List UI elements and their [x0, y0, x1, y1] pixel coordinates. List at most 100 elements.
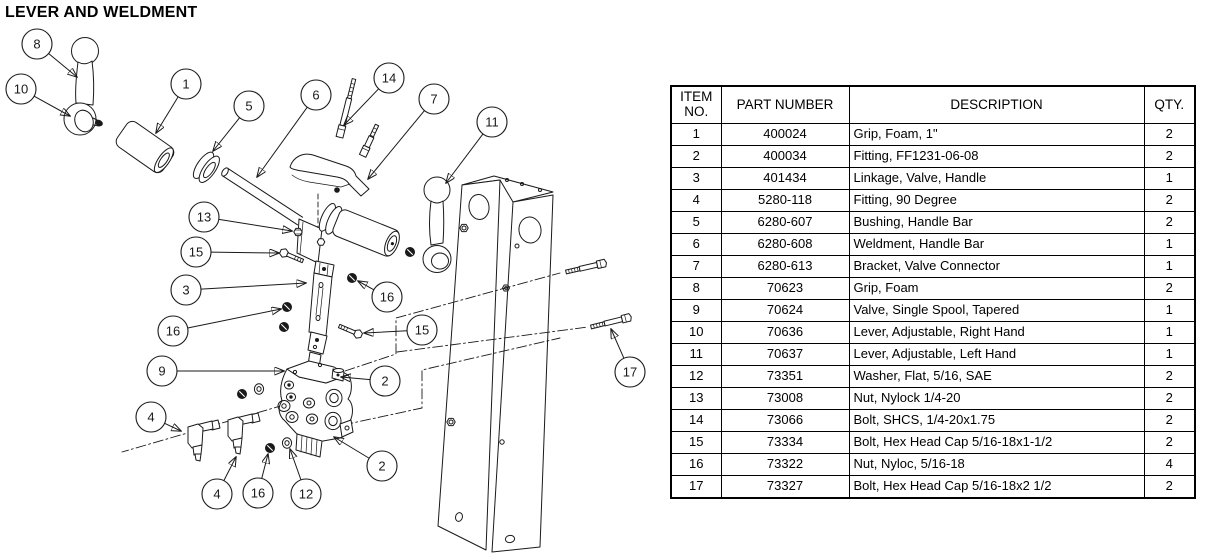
- callout-balloon-4: 4: [135, 401, 181, 433]
- balloon-label: 6: [312, 88, 319, 103]
- elbow-fitting-1: [187, 419, 221, 462]
- leader-line: [257, 106, 308, 177]
- leader-line: [223, 457, 236, 482]
- leader-line: [358, 281, 375, 291]
- cell-item: 15: [670, 431, 722, 454]
- cell-item: 5: [670, 211, 722, 234]
- balloon-label: 15: [189, 245, 203, 260]
- cell-item: 8: [670, 277, 722, 300]
- leader-line: [48, 53, 77, 77]
- bushing-handle-bar: [192, 151, 220, 183]
- leader-line: [261, 454, 268, 479]
- balloon-label: 4: [213, 487, 220, 502]
- callout-balloon-2: 2: [341, 365, 401, 397]
- callout-balloon-2: 2: [334, 437, 398, 482]
- cell-part: 6280-613: [720, 255, 850, 278]
- balloon-label: 9: [158, 364, 165, 379]
- cell-qty: 2: [1143, 365, 1196, 388]
- valve-single-spool: [277, 351, 354, 458]
- cell-desc: Fitting, FF1231-06-08: [848, 145, 1145, 168]
- cell-desc: Lever, Adjustable, Left Hand: [848, 343, 1145, 366]
- cell-part: 73334: [720, 431, 850, 454]
- balloon-label: 15: [415, 323, 429, 338]
- leader-line: [200, 283, 306, 290]
- callout-balloon-10: 10: [5, 73, 70, 116]
- callout-balloon-8: 8: [21, 28, 77, 77]
- fitting-2-bottom: [295, 433, 323, 458]
- cell-item: 10: [670, 321, 722, 344]
- nut-nyloc-16-left: [236, 388, 248, 400]
- bolt-hex-17-lower: [589, 312, 633, 332]
- bolt-shcs-lower: [358, 123, 380, 158]
- balloon-label: 2: [381, 374, 388, 389]
- cell-part: 73351: [720, 365, 850, 388]
- cell-desc: Nut, Nyloc, 5/16-18: [848, 453, 1145, 476]
- callout-balloon-6: 6: [257, 79, 332, 177]
- cell-part: 400034: [720, 145, 850, 168]
- callout-balloon-15: 15: [180, 236, 279, 268]
- cell-qty: 2: [1143, 145, 1196, 168]
- table-header-row: ITEM NO. PART NUMBER DESCRIPTION QTY.: [670, 85, 1196, 124]
- cell-item: 13: [670, 387, 722, 410]
- nut-nyloc-16-link: [278, 321, 290, 333]
- cell-qty: 2: [1143, 211, 1196, 234]
- leader-line: [364, 331, 408, 333]
- cell-desc: Bolt, Hex Head Cap 5/16-18x1-1/2: [848, 431, 1145, 454]
- callout-balloon-5: 5: [213, 90, 265, 151]
- leader-line: [446, 133, 484, 183]
- balloon-label: 11: [485, 115, 499, 130]
- lever-adjustable-right-hand: [63, 37, 103, 136]
- cell-qty: 2: [1143, 409, 1196, 432]
- weldment-plate: [437, 175, 554, 553]
- cell-desc: Fitting, 90 Degree: [848, 189, 1145, 212]
- cell-qty: 1: [1143, 167, 1196, 190]
- callout-balloon-3: 3: [170, 274, 306, 306]
- cell-item: 16: [670, 453, 722, 476]
- cell-item: 6: [670, 233, 722, 256]
- callout-balloon-13: 13: [188, 201, 292, 232]
- cell-part: 6280-607: [720, 211, 850, 234]
- leader-line: [210, 252, 279, 253]
- balloon-label: 17: [623, 365, 637, 380]
- balloon-label: 16: [166, 324, 180, 339]
- cell-part: 400024: [720, 123, 850, 146]
- leader-line: [341, 377, 371, 380]
- callout-balloon-9: 9: [146, 355, 284, 387]
- cell-qty: 2: [1143, 431, 1196, 454]
- cell-desc: Bushing, Handle Bar: [848, 211, 1145, 234]
- handle-bar-weldment: [221, 167, 400, 264]
- cell-item: 17: [670, 475, 722, 499]
- leader-line: [33, 95, 70, 116]
- cell-qty: 2: [1143, 123, 1196, 146]
- nut-nyloc-16-upper: [346, 272, 358, 284]
- cell-part: 73322: [720, 453, 850, 476]
- bolt-shcs-upper: [335, 78, 357, 139]
- leader-line: [164, 422, 181, 431]
- grip-foam-right: [332, 209, 400, 257]
- cell-item: 1: [670, 123, 722, 146]
- leader-line: [611, 329, 625, 359]
- cell-part: 73008: [720, 387, 850, 410]
- callout-balloon-7: 7: [368, 83, 450, 179]
- col-header-desc: DESCRIPTION: [848, 85, 1145, 124]
- balloon-label: 12: [299, 487, 313, 502]
- cell-desc: Weldment, Handle Bar: [848, 233, 1145, 256]
- cell-item: 11: [670, 343, 722, 366]
- washer-flat-12: [281, 437, 293, 449]
- cell-part: 5280-118: [720, 189, 850, 212]
- col-header-part: PART NUMBER: [720, 85, 850, 124]
- cell-item: 7: [670, 255, 722, 278]
- cell-part: 73066: [720, 409, 850, 432]
- nut-nylock-13: [293, 227, 303, 237]
